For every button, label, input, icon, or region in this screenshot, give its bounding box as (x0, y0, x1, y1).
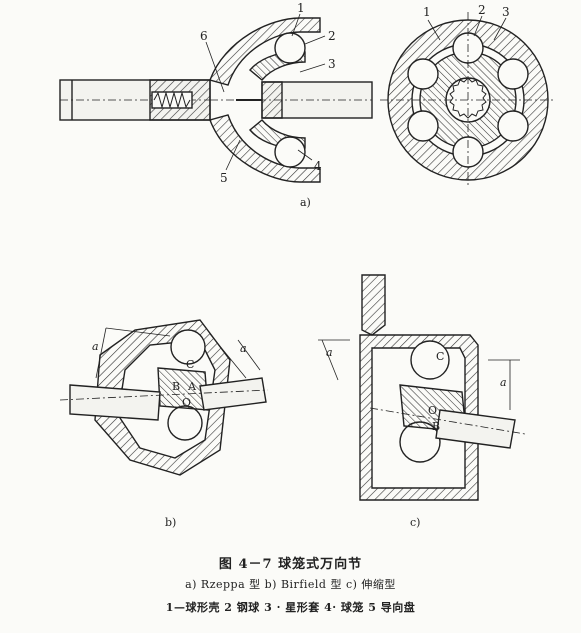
rzeppa-section-view (59, 13, 373, 183)
callout-end-1: 1 (423, 5, 431, 19)
birfield-labels: a a C B A O (92, 340, 247, 409)
plunging-labels: a a C O B (326, 346, 507, 433)
panel-c-label: c) (410, 516, 420, 529)
birfield-joint-drawing (59, 319, 269, 476)
figure-subtitle: a) Rzeppa 型 b) Birfield 型 c) 伸缩型 (185, 578, 396, 591)
callout-3: 3 (328, 57, 336, 71)
callout-6: 6 (200, 29, 208, 43)
dim-a-left: a (92, 340, 99, 353)
plunging-joint-drawing (318, 274, 526, 501)
point-o: O (182, 396, 191, 409)
callout-end-3: 3 (502, 5, 510, 19)
rzeppa-end-callouts: 1 2 3 (423, 3, 510, 19)
callout-1: 1 (297, 1, 305, 15)
point-c: C (186, 358, 194, 371)
figure-legend: 1—球形壳 2 钢球 3 · 星形套 4· 球笼 5 导向盘 (165, 601, 416, 614)
rzeppa-section-callouts: 1 2 3 4 5 6 (200, 1, 336, 185)
callout-2: 2 (328, 29, 336, 43)
point-b-c: B (432, 420, 440, 433)
point-c-c: C (436, 350, 444, 363)
point-a: A (187, 380, 197, 393)
dim-a-right-c: a (500, 376, 507, 389)
point-o-c: O (428, 404, 437, 417)
dim-a-left-c: a (326, 346, 333, 359)
panel-a-label: a) (300, 196, 311, 209)
point-b: B (172, 380, 180, 393)
callout-end-2: 2 (478, 3, 486, 17)
dim-a-right: a (240, 342, 247, 355)
panel-b-label: b) (165, 516, 176, 529)
figure-title: 图 4－7 球笼式万向节 (218, 557, 363, 572)
rzeppa-end-view (380, 12, 556, 188)
callout-5: 5 (220, 171, 228, 185)
callout-4: 4 (314, 159, 322, 173)
